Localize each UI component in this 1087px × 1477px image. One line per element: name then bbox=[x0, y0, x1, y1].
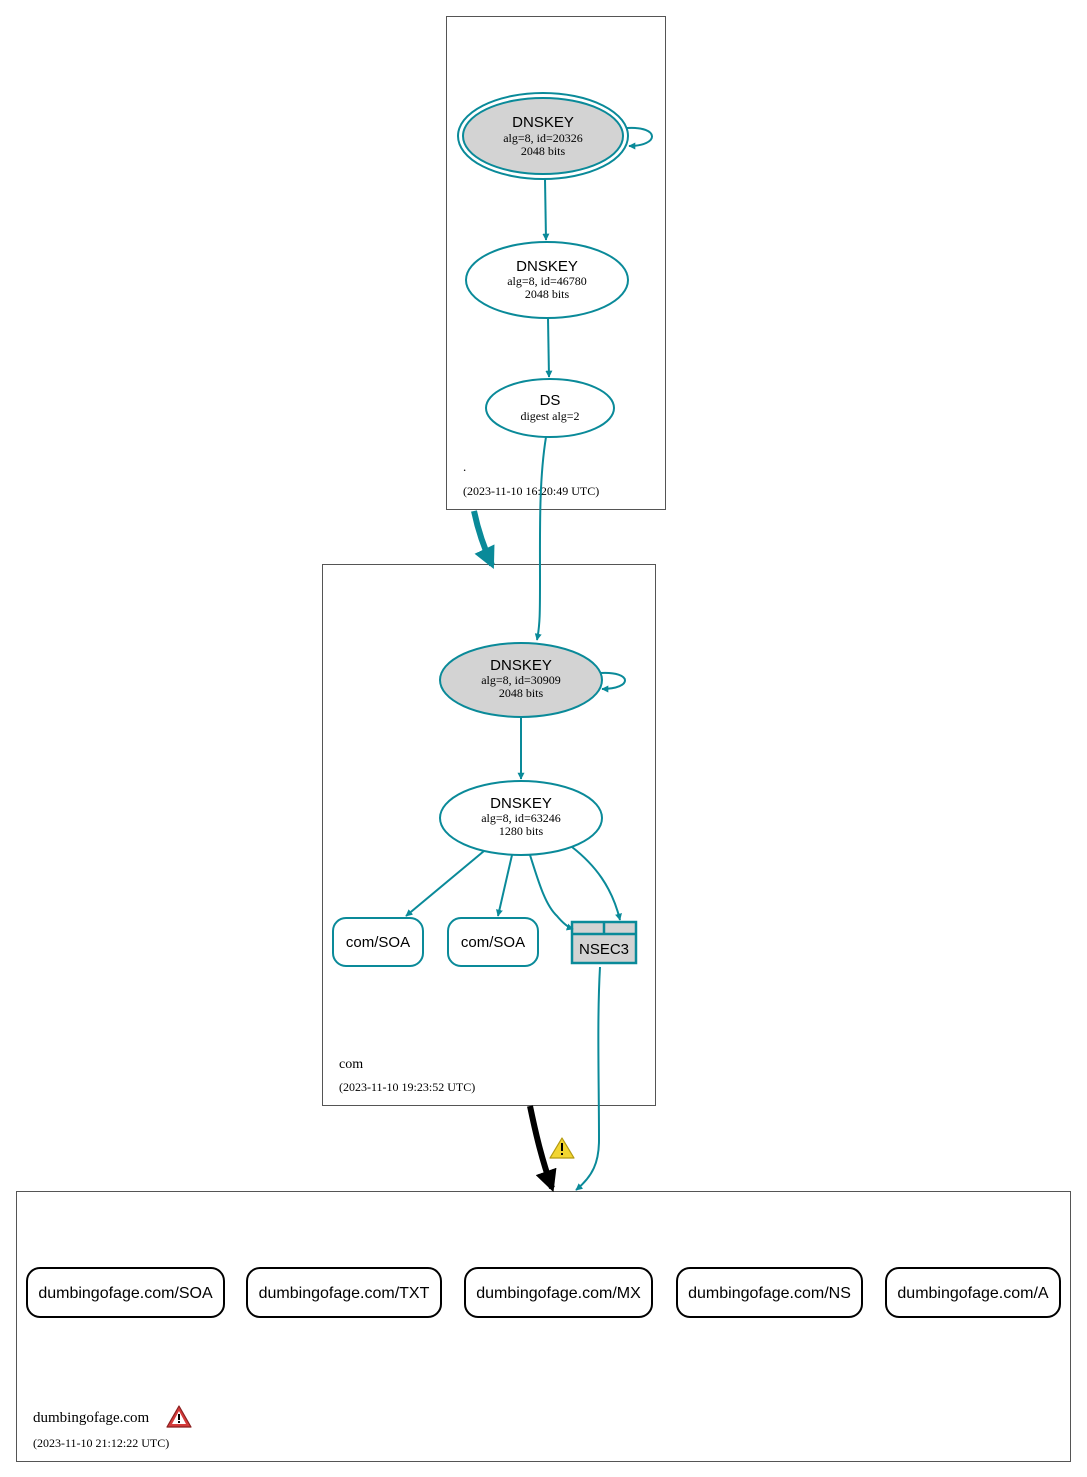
com-ksk-self-loop bbox=[599, 671, 626, 693]
delegation-com-to-domain bbox=[527, 1105, 557, 1193]
zone-domain-timestamp: (2023-11-10 21:12:22 UTC) bbox=[33, 1436, 169, 1450]
com-zsk-bits: 1280 bits bbox=[499, 824, 544, 838]
com-zsk-title: DNSKEY bbox=[490, 795, 552, 812]
domain-record-label: dumbingofage.com/NS bbox=[688, 1285, 851, 1302]
zone-com-timestamp: (2023-11-10 19:23:52 UTC) bbox=[339, 1080, 475, 1094]
com-ksk-bits: 2048 bits bbox=[499, 686, 544, 700]
domain-record-node[interactable]: dumbingofage.com/TXT bbox=[246, 1267, 442, 1318]
com-ksk-title: DNSKEY bbox=[490, 657, 552, 674]
warning-triangle-icon[interactable] bbox=[549, 1137, 575, 1159]
zone-com-name: com bbox=[339, 1057, 363, 1072]
zone-root-name: . bbox=[463, 459, 466, 474]
edge-nsec3-to-domain bbox=[575, 966, 601, 1191]
root-ksk-title: DNSKEY bbox=[512, 114, 574, 131]
com-soa-label-2: com/SOA bbox=[461, 934, 525, 951]
zone-root-box bbox=[446, 16, 666, 510]
zone-root-timestamp: (2023-11-10 16:20:49 UTC) bbox=[463, 484, 599, 498]
edge-ds-to-com-ksk bbox=[534, 436, 547, 641]
root-ksk-alg: alg=8, id=20326 bbox=[503, 131, 583, 145]
root-zsk-alg: alg=8, id=46780 bbox=[507, 274, 587, 288]
domain-record-node[interactable]: dumbingofage.com/SOA bbox=[26, 1267, 225, 1318]
domain-record-node[interactable]: dumbingofage.com/A bbox=[885, 1267, 1061, 1318]
root-ds-node[interactable]: DS digest alg=2 bbox=[485, 378, 615, 438]
edge-com-zsk-to-nsec3-a bbox=[529, 854, 574, 931]
delegation-root-to-com bbox=[471, 510, 495, 569]
com-soa-node-2[interactable]: com/SOA bbox=[447, 917, 539, 967]
edge-com-zsk-to-nsec3-b bbox=[571, 846, 622, 921]
edge-com-zsk-to-soa1 bbox=[405, 850, 485, 917]
root-zsk-title: DNSKEY bbox=[516, 258, 578, 275]
root-ksk-bits: 2048 bits bbox=[521, 144, 566, 158]
domain-record-label: dumbingofage.com/MX bbox=[476, 1285, 641, 1302]
root-ksk-self-loop bbox=[626, 126, 653, 150]
root-zsk-bits: 2048 bits bbox=[525, 287, 570, 301]
zone-domain-name: dumbingofage.com bbox=[33, 1410, 150, 1426]
com-soa-label-1: com/SOA bbox=[346, 934, 410, 951]
com-ksk-node[interactable]: DNSKEY alg=8, id=30909 2048 bits bbox=[439, 642, 603, 718]
edge-root-zsk-to-ds bbox=[545, 317, 553, 378]
domain-record-label: dumbingofage.com/A bbox=[897, 1285, 1049, 1302]
edge-root-ksk-to-zsk bbox=[542, 178, 550, 241]
ds-digest: digest alg=2 bbox=[520, 409, 579, 423]
domain-record-node[interactable]: dumbingofage.com/NS bbox=[676, 1267, 863, 1318]
domain-record-label: dumbingofage.com/TXT bbox=[259, 1285, 430, 1302]
ds-title: DS bbox=[540, 392, 561, 409]
com-ksk-alg: alg=8, id=30909 bbox=[481, 673, 561, 687]
domain-record-node[interactable]: dumbingofage.com/MX bbox=[464, 1267, 653, 1318]
nsec3-label: NSEC3 bbox=[579, 941, 629, 958]
nsec3-node[interactable]: NSEC3 bbox=[570, 920, 638, 965]
domain-record-label: dumbingofage.com/SOA bbox=[38, 1285, 213, 1302]
error-triangle-icon[interactable] bbox=[166, 1405, 192, 1428]
root-zsk-node[interactable]: DNSKEY alg=8, id=46780 2048 bits bbox=[465, 241, 629, 319]
root-ksk-node[interactable]: DNSKEY alg=8, id=20326 2048 bits bbox=[457, 92, 629, 180]
edge-com-zsk-to-soa2 bbox=[495, 854, 513, 917]
com-zsk-node[interactable]: DNSKEY alg=8, id=63246 1280 bits bbox=[439, 780, 603, 856]
com-zsk-alg: alg=8, id=63246 bbox=[481, 811, 561, 825]
com-soa-node-1[interactable]: com/SOA bbox=[332, 917, 424, 967]
